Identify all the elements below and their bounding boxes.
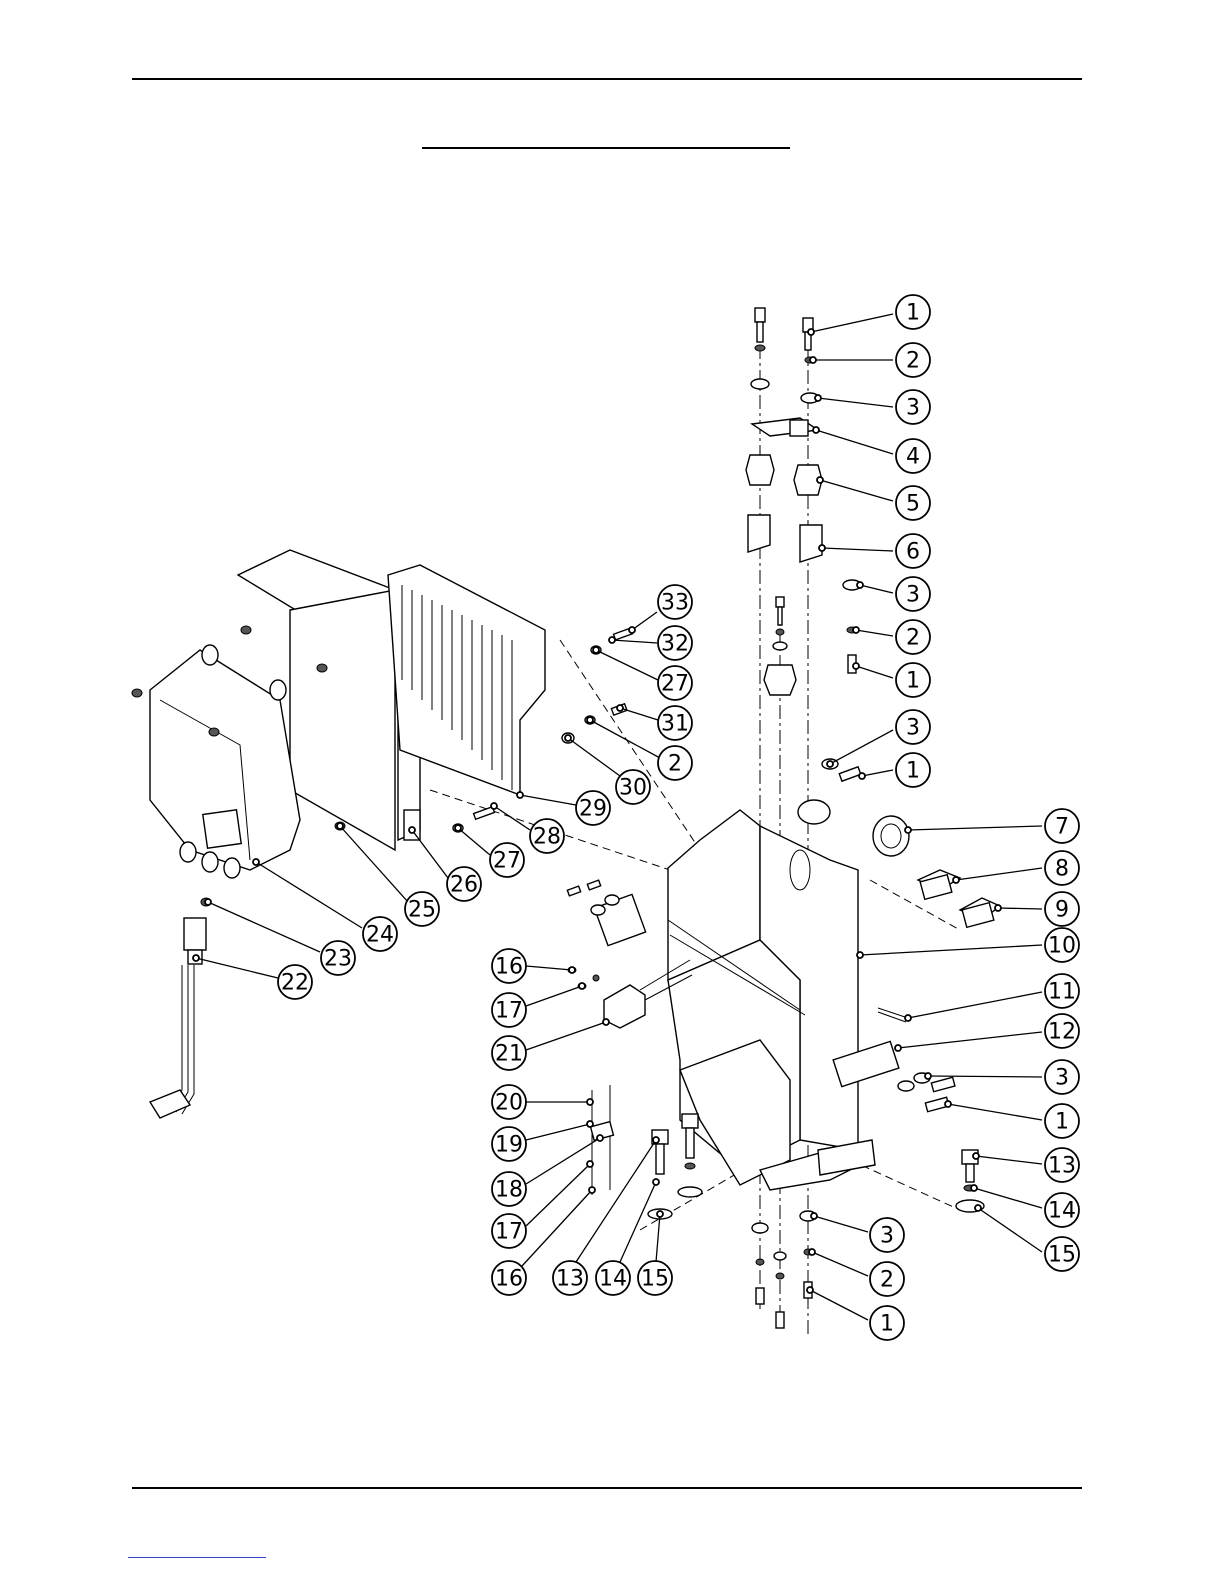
callout-17: 17 [492, 983, 585, 1027]
callout-1: 1 [808, 295, 930, 335]
callout-label: 11 [1048, 980, 1076, 1005]
callout-13: 13 [973, 1148, 1079, 1182]
callout-6: 6 [819, 534, 930, 568]
top-fastener-stack [746, 308, 861, 673]
callout-label: 7 [1055, 815, 1069, 840]
callout-12: 12 [895, 1014, 1079, 1051]
callout-label: 1 [906, 759, 920, 784]
callout-label: 30 [619, 776, 647, 801]
callout-3b: 3 [857, 577, 930, 611]
callout-label: 3 [906, 396, 920, 421]
callout-2: 2 [810, 343, 930, 377]
callout-label: 23 [324, 947, 352, 972]
callout-label: 2 [906, 349, 920, 374]
callout-label: 15 [641, 1267, 669, 1292]
callout-label: 1 [906, 669, 920, 694]
callout-label: 3 [1055, 1066, 1069, 1091]
callout-2b: 2 [853, 620, 930, 654]
callout-label: 6 [906, 540, 920, 565]
callout-15b: 15 [638, 1211, 672, 1295]
callout-label: 32 [661, 632, 689, 657]
callout-label: 24 [366, 923, 394, 948]
callout-1b: 1 [853, 663, 930, 697]
callout-label: 29 [579, 797, 607, 822]
callout-label: 15 [1048, 1243, 1076, 1268]
callout-label: 9 [1055, 898, 1069, 923]
callout-label: 27 [493, 849, 521, 874]
callout-label: 5 [906, 492, 920, 517]
callout-label: 19 [495, 1133, 523, 1158]
callout-3e: 3 [811, 1213, 904, 1252]
callout-label: 3 [906, 716, 920, 741]
callout-2e: 2 [809, 1249, 904, 1296]
callout-label: 21 [495, 1042, 523, 1067]
callout-label: 1 [906, 301, 920, 326]
callout-10: 10 [857, 928, 1079, 962]
power-cable [150, 918, 206, 1118]
callout-label: 22 [281, 971, 309, 996]
callout-label: 10 [1048, 934, 1076, 959]
callout-label: 2 [668, 752, 682, 777]
callout-label: 13 [1048, 1154, 1076, 1179]
callout-23: 23 [205, 899, 355, 975]
callout-label: 16 [495, 955, 523, 980]
callout-label: 31 [661, 712, 689, 737]
callout-19: 19 [492, 1121, 593, 1161]
callout-label: 3 [906, 583, 920, 608]
callout-label: 14 [599, 1267, 627, 1292]
callout-label: 2 [906, 626, 920, 651]
callout-5: 5 [817, 477, 930, 520]
callout-label: 28 [533, 825, 561, 850]
callout-label: 18 [495, 1178, 523, 1203]
callout-label: 17 [495, 1220, 523, 1245]
callout-1d: 1 [945, 1101, 1079, 1138]
callout-4: 4 [813, 427, 930, 473]
callout-1c: 1 [859, 753, 930, 787]
callout-11: 11 [905, 974, 1079, 1021]
callout-label: 14 [1048, 1199, 1076, 1224]
callout-29: 29 [517, 791, 610, 825]
callout-label: 4 [906, 445, 920, 470]
callout-label: 1 [1055, 1110, 1069, 1135]
callout-24: 24 [253, 859, 397, 951]
callout-label: 25 [408, 898, 436, 923]
callout-33: 33 [629, 585, 692, 633]
callout-7: 7 [905, 809, 1079, 843]
mid-gland-stack [764, 597, 909, 856]
callout-22: 22 [193, 955, 312, 999]
callout-label: 8 [1055, 857, 1069, 882]
callout-8: 8 [953, 851, 1079, 885]
callout-label: 33 [661, 591, 689, 616]
callout-label: 17 [495, 999, 523, 1024]
callout-3d: 3 [925, 1060, 1079, 1094]
callout-label: 20 [495, 1091, 523, 1116]
callout-label: 13 [556, 1267, 584, 1292]
callout-label: 12 [1048, 1020, 1076, 1045]
left-assembly [132, 550, 632, 906]
callout-label: 3 [880, 1224, 894, 1249]
right-foot [956, 1150, 984, 1212]
callout-label: 26 [450, 873, 478, 898]
callout-label: 16 [495, 1267, 523, 1292]
callout-9: 9 [995, 892, 1079, 926]
callout-label: 27 [661, 672, 689, 697]
callout-20: 20 [492, 1085, 593, 1119]
callout-label: 2 [880, 1268, 894, 1293]
callout-16: 16 [492, 949, 575, 983]
callout-layer: 1 2 3 4 5 6 3 2 [193, 295, 1079, 1340]
callout-31: 31 [617, 705, 692, 740]
callout-label: 1 [880, 1312, 894, 1337]
callout-14: 14 [971, 1185, 1079, 1227]
callout-3: 3 [815, 390, 930, 424]
